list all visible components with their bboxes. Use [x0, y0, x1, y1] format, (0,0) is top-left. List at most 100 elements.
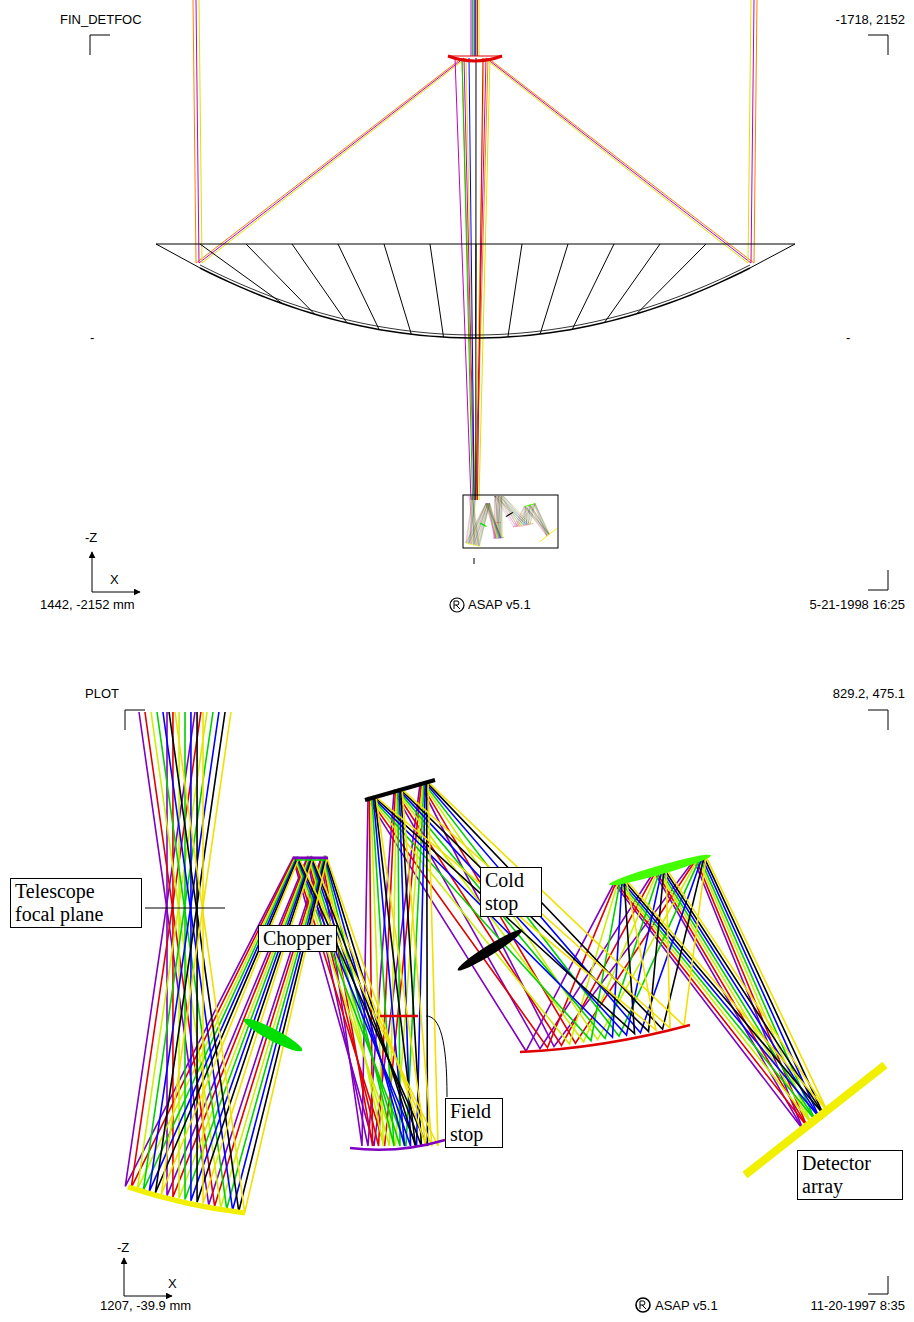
- light-ray: [476, 0, 755, 500]
- light-ray: [193, 0, 474, 500]
- callout-box: Field stop: [445, 1098, 503, 1148]
- callout-box: Cold stop: [480, 867, 542, 917]
- mirror-outline: [200, 268, 750, 338]
- mirror-mesh-line: [572, 244, 614, 329]
- frame-corner: [868, 35, 888, 55]
- asap-logo: [450, 598, 464, 612]
- mirror-mesh-line: [246, 244, 315, 314]
- mirror-mesh-line: [475, 244, 476, 338]
- light-ray: [199, 0, 475, 500]
- mirror-mesh-line: [384, 244, 411, 334]
- logo-mark: [454, 601, 460, 609]
- mirror-mesh-line: [508, 244, 522, 337]
- axis-label: -Z: [85, 530, 97, 545]
- tick-label: -: [90, 330, 94, 345]
- light-ray: [163, 712, 819, 1210]
- plot-date: 5-21-1998 16:25: [810, 597, 905, 612]
- chopper-mirror: [296, 859, 326, 861]
- light-ray: [469, 58, 474, 500]
- leader-line: [426, 1016, 447, 1097]
- instrument-optics: [125, 712, 885, 1213]
- asap-logo: [636, 1298, 650, 1312]
- axis-arrow: [124, 1296, 172, 1297]
- light-ray: [196, 0, 475, 500]
- light-ray: [479, 58, 490, 500]
- mirror: [608, 851, 712, 889]
- mirror: [520, 1025, 690, 1052]
- frame-corner: [125, 710, 145, 730]
- callout-text: Field stop: [450, 1100, 498, 1146]
- tick-mark: [474, 558, 475, 564]
- focal-plane-line: [145, 908, 225, 909]
- telescope-rays: [193, 0, 757, 500]
- light-ray: [462, 58, 473, 500]
- callout-text: Chopper: [263, 927, 332, 950]
- light-ray: [169, 712, 823, 1211]
- instrument-miniature: [466, 496, 557, 546]
- light-ray: [476, 0, 757, 500]
- plot-coordinates: 1442, -2152 mm: [40, 597, 135, 612]
- mirror-mesh-line: [637, 244, 706, 314]
- mirror: [365, 780, 435, 800]
- software-name: ASAP v5.1: [655, 1298, 718, 1313]
- tick-label: -: [846, 330, 850, 345]
- callout-box: Telescope focal plane: [10, 878, 142, 928]
- callout-box: Chopper: [258, 925, 337, 952]
- plot-coordinates: -1718, 2152: [836, 12, 905, 27]
- light-ray: [474, 0, 475, 56]
- baffle: [241, 1014, 305, 1056]
- primary-mirror: [156, 244, 795, 338]
- callout-box: Detector array: [797, 1150, 903, 1200]
- field-stop: [380, 1015, 418, 1018]
- light-ray: [203, 712, 827, 1204]
- callout-text: Detector array: [802, 1152, 898, 1198]
- mirror: [350, 1140, 445, 1150]
- light-ray: [197, 712, 823, 1202]
- mirror-mesh-line: [292, 244, 347, 323]
- light-ray: [455, 58, 471, 500]
- axis-arrow: [92, 552, 93, 592]
- logo-ring: [636, 1298, 650, 1312]
- mirror-mesh-line: [605, 244, 661, 322]
- axis-label: X: [110, 572, 119, 587]
- instrument-rays: [125, 712, 827, 1213]
- mirror: [128, 1187, 245, 1213]
- instrument-miniature: [466, 496, 557, 546]
- callout-text: Cold stop: [485, 869, 537, 915]
- cold-stop: [455, 926, 525, 975]
- software-name: ASAP v5.1: [468, 597, 531, 612]
- light-ray: [161, 712, 827, 1194]
- axis-arrow: [92, 592, 140, 593]
- plot-coordinates: 1207, -39.9 mm: [100, 1298, 191, 1313]
- plot-coordinates: 829.2, 475.1: [833, 686, 905, 701]
- mirror-mesh-line: [200, 244, 283, 304]
- light-ray: [475, 0, 476, 56]
- plot-date: 11-20-1997 8:35: [811, 1298, 905, 1313]
- secondary-mirror: [448, 56, 502, 61]
- light-ray: [475, 58, 476, 500]
- mirror-outline: [200, 265, 750, 335]
- axis-label: -Z: [117, 1240, 129, 1255]
- mirror-mesh-line: [750, 244, 795, 268]
- axis-label: X: [168, 1276, 177, 1291]
- logo-mark: [640, 1301, 646, 1309]
- logo-ring: [450, 598, 464, 612]
- light-ray: [475, 0, 751, 500]
- light-ray: [471, 0, 472, 56]
- frame-corner: [868, 710, 888, 730]
- secondary-mirror: [448, 56, 502, 57]
- light-ray: [175, 712, 827, 1213]
- mirror-mesh-line: [540, 244, 568, 334]
- light-ray: [477, 0, 478, 56]
- axis-arrow: [124, 1258, 125, 1296]
- light-ray: [472, 0, 473, 56]
- frame-corner: [90, 35, 110, 55]
- chopper-mirror: [293, 857, 328, 860]
- light-ray: [157, 712, 815, 1209]
- light-ray: [479, 0, 480, 56]
- frame-corner: [868, 570, 888, 590]
- mirror-mesh-line: [156, 244, 200, 268]
- frame-corner: [868, 1276, 888, 1294]
- mirror-mesh-line: [338, 244, 379, 329]
- mirror-mesh-line: [430, 244, 444, 337]
